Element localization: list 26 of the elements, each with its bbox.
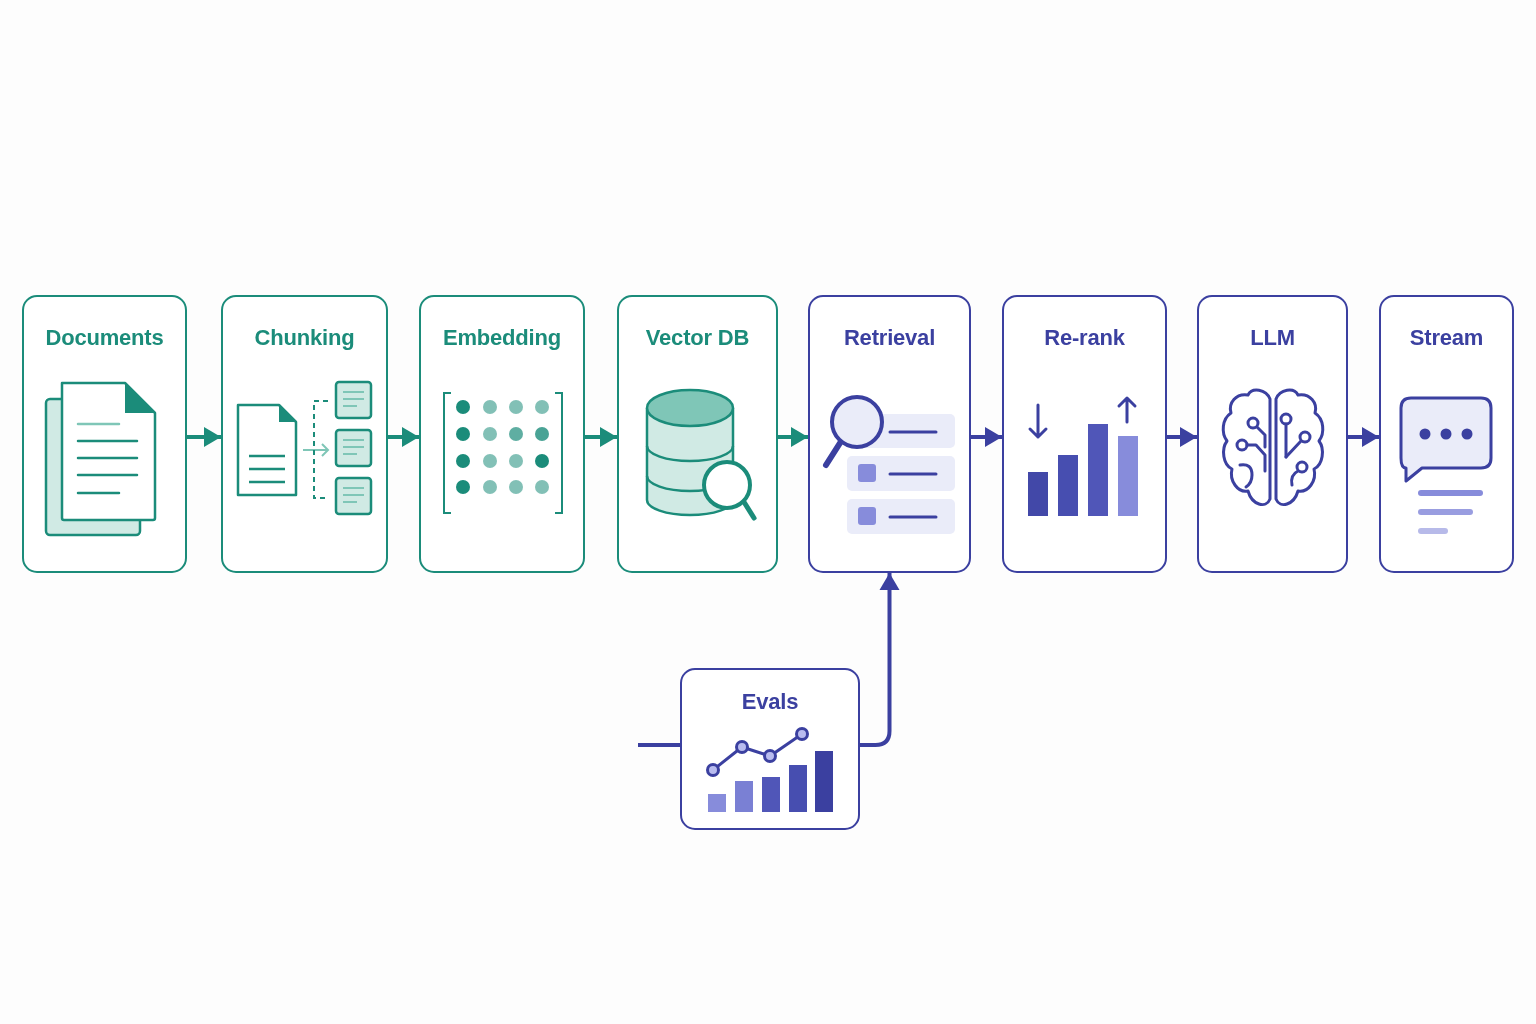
arrow xyxy=(585,427,617,447)
arrow xyxy=(187,427,221,447)
step-title: Vector DB xyxy=(645,325,750,351)
arrow xyxy=(388,427,419,447)
step-title: Chunking xyxy=(254,325,355,351)
connector-line xyxy=(638,743,680,747)
step-title: Embedding xyxy=(443,325,561,351)
step-title: Evals xyxy=(741,689,799,715)
arrow xyxy=(778,427,808,447)
step-title: Stream xyxy=(1409,325,1484,351)
process-box xyxy=(680,668,860,830)
step-title: LLM xyxy=(1250,325,1295,351)
process-box xyxy=(808,295,971,573)
process-box xyxy=(617,295,778,573)
arrow xyxy=(1348,427,1379,447)
arrow xyxy=(1167,427,1197,447)
arrow xyxy=(971,427,1002,447)
step-title: Retrieval xyxy=(843,325,936,351)
process-box xyxy=(1002,295,1167,573)
process-box xyxy=(1379,295,1514,573)
process-box xyxy=(419,295,585,573)
process-box xyxy=(221,295,388,573)
step-title: Re-rank xyxy=(1044,325,1125,351)
process-box xyxy=(1197,295,1348,573)
step-title: Documents xyxy=(45,325,164,351)
process-box xyxy=(22,295,187,573)
